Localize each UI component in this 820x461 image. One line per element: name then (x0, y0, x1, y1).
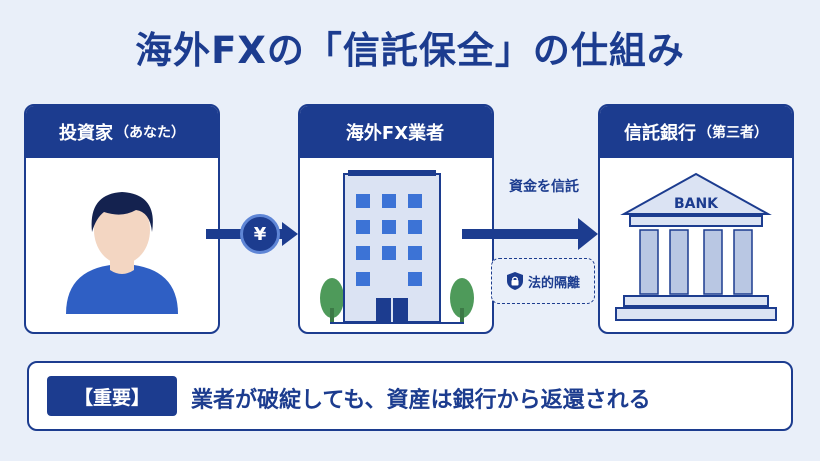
important-note: 【重要】 業者が破綻しても、資産は銀行から返還される (27, 361, 793, 431)
important-badge: 【重要】 (47, 376, 177, 416)
bank-building-icon: BANK (615, 172, 777, 321)
important-text: 業者が破綻しても、資産は銀行から返還される (191, 388, 651, 413)
bank-sublabel: （第三者） (698, 125, 768, 141)
investor-sublabel: （あなた） (115, 125, 185, 141)
office-building-icon (320, 170, 474, 324)
bank-label: 信託銀行 (624, 123, 696, 144)
investor-card-header: 投資家 （あなた） (26, 106, 218, 158)
arrow-broker-to-bank (462, 229, 580, 239)
page-title: 海外FXの「信託保全」の仕組み (135, 29, 685, 72)
broker-card-header: 海外FX業者 (300, 106, 492, 158)
arrow-head-broker-to-bank (578, 218, 598, 250)
investor-label: 投資家 (59, 123, 113, 144)
bank-card: 信託銀行 （第三者） BANK (598, 104, 794, 334)
legal-separation-label: 法的隔離 (527, 275, 580, 291)
arrow-head-investor-to-broker (282, 222, 298, 246)
bank-card-body: BANK (600, 158, 792, 332)
bank-card-header: 信託銀行 （第三者） (600, 106, 792, 158)
flow-label: 資金を信託 (509, 179, 579, 195)
legal-separation-box: 法的隔離 (491, 258, 595, 304)
yen-coin-icon: ¥ (240, 214, 280, 254)
investor-card: 投資家 （あなた） (24, 104, 220, 334)
investor-card-body (26, 158, 218, 332)
bank-sign-text: BANK (674, 196, 719, 212)
broker-card: 海外FX業者 (298, 104, 494, 334)
broker-card-body (300, 158, 492, 332)
broker-label: 海外FX業者 (345, 123, 445, 144)
person-icon (66, 192, 178, 314)
shield-lock-icon (506, 272, 523, 290)
